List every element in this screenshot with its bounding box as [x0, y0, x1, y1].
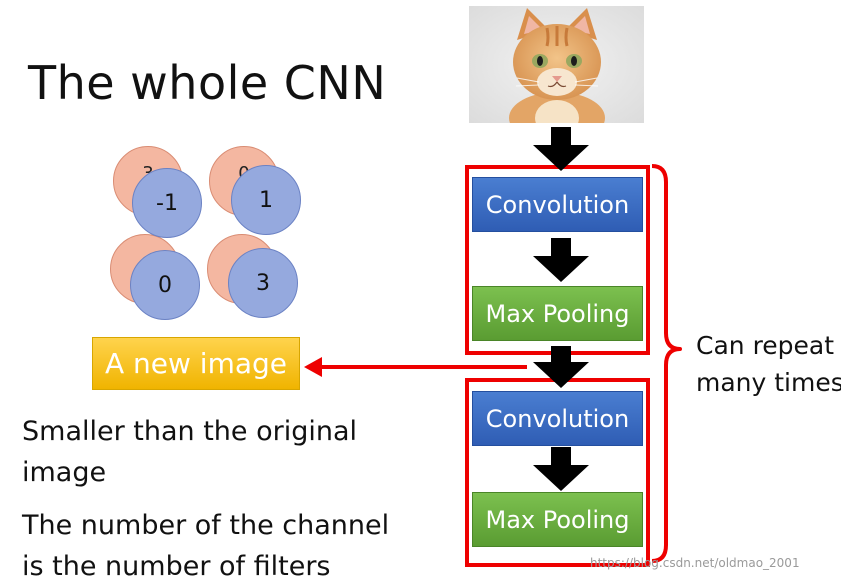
feature-map-value: 3 — [228, 248, 298, 318]
feature-map-value: 0 — [130, 250, 200, 320]
down-arrow-icon — [533, 127, 589, 171]
max-pooling-block: Max Pooling — [472, 286, 643, 341]
repeat-note: Can repeat many times — [696, 327, 841, 401]
convolution-block: Convolution — [472, 177, 643, 232]
right-brace-icon — [651, 164, 682, 563]
repeat-note-line: Can repeat — [696, 331, 835, 360]
left-arrow-icon — [304, 357, 527, 377]
max-pooling-block: Max Pooling — [472, 492, 643, 547]
convolution-block: Convolution — [472, 391, 643, 446]
feature-map-value: 1 — [231, 165, 301, 235]
note-line: is the number of filters — [22, 551, 331, 582]
watermark: https://blog.csdn.net/oldmao_2001 — [590, 556, 800, 570]
down-arrow-icon — [533, 447, 589, 491]
note-line: The number of the channel — [22, 510, 390, 541]
new-image-label: A new image — [92, 337, 300, 390]
page-title: The whole CNN — [28, 56, 387, 110]
feature-map-value: -1 — [132, 168, 202, 238]
repeat-note-line: many times — [696, 368, 841, 397]
cat-photo — [469, 6, 644, 123]
down-arrow-icon — [533, 346, 589, 388]
note-line: image — [22, 457, 107, 488]
down-arrow-icon — [533, 238, 589, 282]
note-line: Smaller than the original — [22, 416, 358, 447]
